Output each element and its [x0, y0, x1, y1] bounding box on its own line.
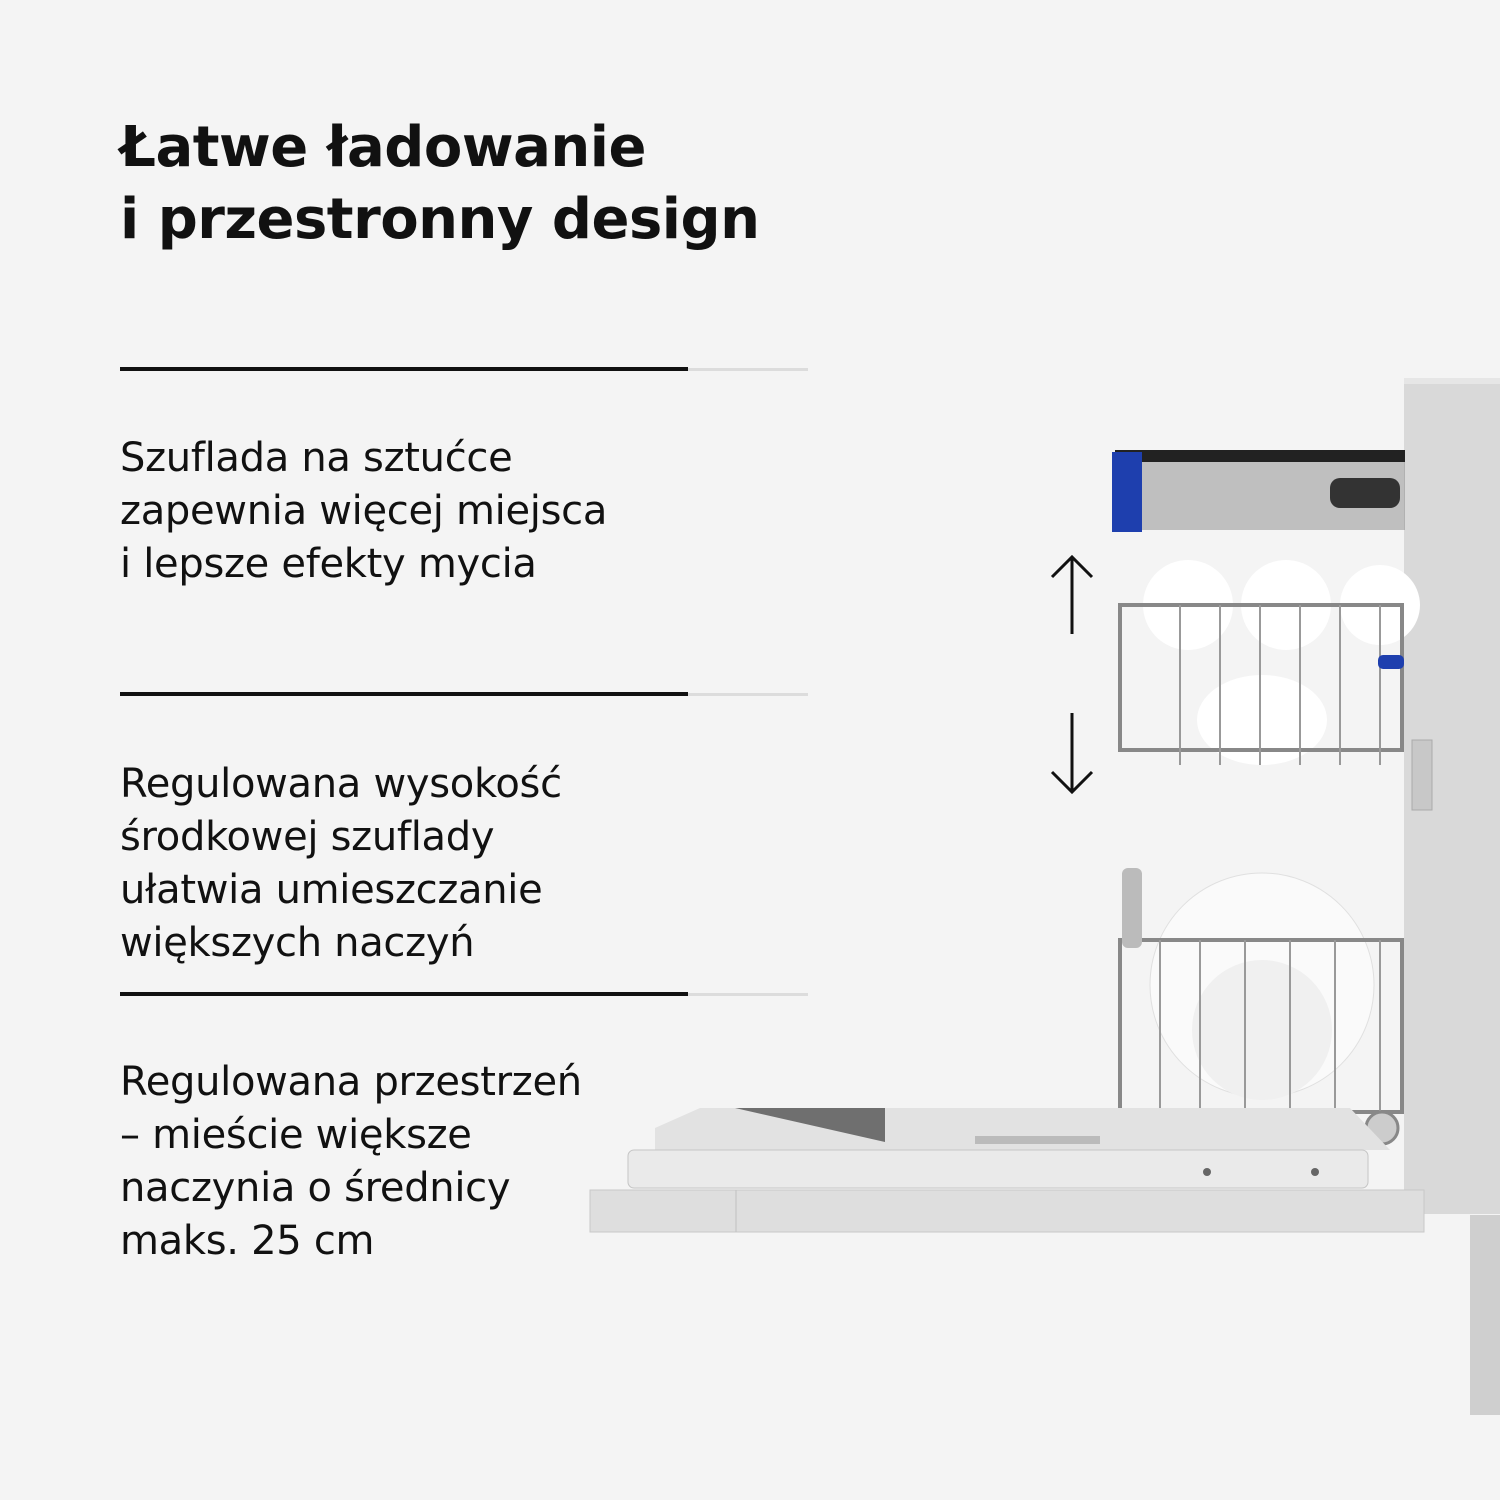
feature-line: ułatwia umieszczanie — [120, 867, 543, 913]
feature-line: – mieście większe — [120, 1112, 472, 1158]
feature-line: maks. 25 cm — [120, 1218, 375, 1264]
lower-basket — [1118, 868, 1404, 1150]
feature-adjustable-height: Regulowana wysokość środkowej szuflady u… — [120, 758, 562, 970]
feature-line: zapewnia więcej miejsca — [120, 488, 608, 534]
feature-line: środkowej szuflady — [120, 814, 495, 860]
feature-line: naczynia o średnicy — [120, 1165, 511, 1211]
arrow-down-icon — [1050, 713, 1094, 795]
dishwasher-body — [1404, 378, 1500, 1415]
feature-adjustable-space: Regulowana przestrzeń – mieście większe … — [120, 1056, 582, 1268]
feature-line: większych naczyń — [120, 920, 475, 966]
feature-line: Szuflada na sztućce — [120, 435, 513, 481]
divider-3 — [120, 992, 808, 996]
feature-line: i lepsze efekty mycia — [120, 541, 537, 587]
arrow-up-icon — [1050, 554, 1094, 634]
title-line-2: i przestronny design — [120, 187, 760, 252]
cutlery-drawer — [1112, 450, 1405, 532]
divider-1 — [120, 367, 808, 371]
feature-line: Regulowana wysokość — [120, 761, 562, 807]
page-title: Łatwe ładowanie i przestronny design — [120, 112, 760, 256]
divider-2 — [120, 692, 808, 696]
middle-basket — [1118, 560, 1420, 765]
feature-line: Regulowana przestrzeń — [120, 1059, 582, 1105]
feature-cutlery-drawer: Szuflada na sztućce zapewnia więcej miej… — [120, 432, 607, 591]
title-line-1: Łatwe ładowanie — [120, 115, 646, 180]
dishwasher-door — [589, 1108, 1425, 1233]
